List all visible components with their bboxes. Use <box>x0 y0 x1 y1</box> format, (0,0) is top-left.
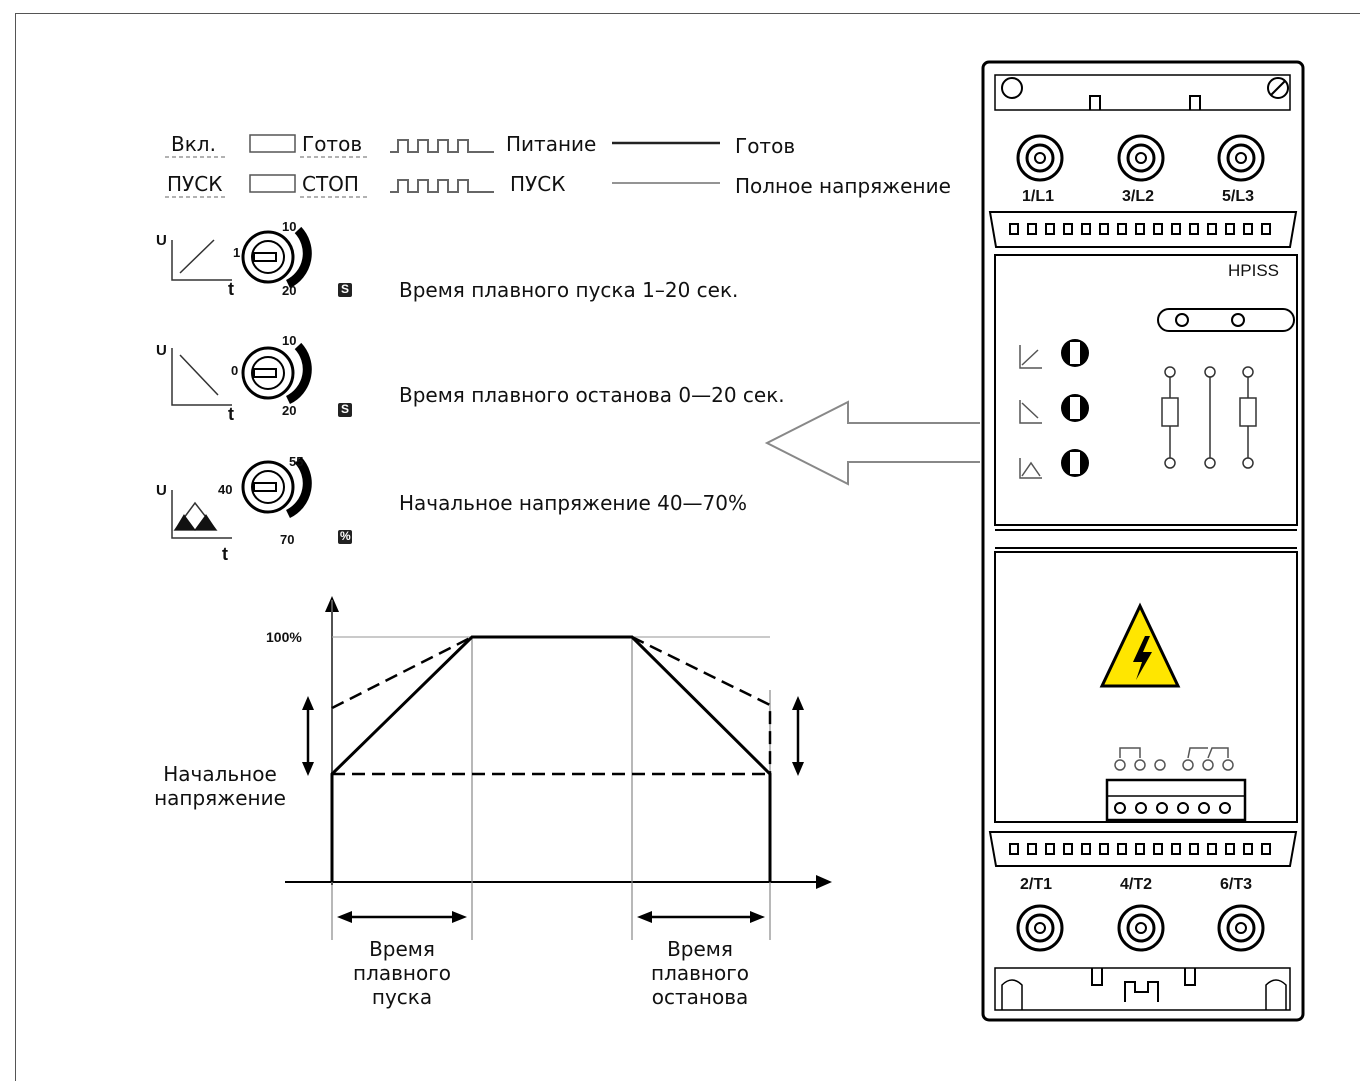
voltage-ramp-graph <box>285 596 832 940</box>
figure-frame <box>15 13 1360 1081</box>
output-terminal-1-label: 2/T1 <box>1020 876 1053 893</box>
output-terminals <box>1016 904 1265 952</box>
knob1-description: Время плавного пуска 1–20 сек. <box>399 278 739 302</box>
knob3-axis-u: U <box>156 482 167 499</box>
output-terminal-2-label: 4/T2 <box>1120 876 1153 893</box>
legend-full-voltage-label: Полное напряжение <box>735 174 951 198</box>
legend-on-label: Вкл. <box>171 132 216 156</box>
unit-badge <box>338 403 352 417</box>
graph-soft-stop-label: Время плавного останова <box>651 937 749 1009</box>
legend-start-label: ПУСК <box>167 172 223 196</box>
legend-row-on-ready <box>165 134 720 158</box>
pointer-arrow <box>764 400 980 486</box>
knob1-axis-t: t <box>228 279 234 299</box>
input-terminal-3-label: 5/L3 <box>1222 188 1255 205</box>
device-model-label: HPISS <box>1228 261 1280 280</box>
output-terminal-3-label: 6/T3 <box>1220 876 1253 893</box>
unit-badge <box>338 283 352 297</box>
knob1-max: 20 <box>282 283 297 298</box>
device-dials <box>1061 339 1089 477</box>
led-run-indicator <box>1175 313 1189 327</box>
blink-pulse-symbol <box>390 179 494 193</box>
knob3-top: 55 <box>289 454 304 469</box>
knob3-description: Начальное напряжение 40—70% <box>399 491 748 515</box>
input-terminals <box>1016 134 1265 182</box>
led-on-indicator <box>1231 313 1245 327</box>
knob3-min: 40 <box>218 482 233 497</box>
knob2-min: 0 <box>231 363 239 378</box>
input-terminal-2-label: 3/L2 <box>1122 188 1155 205</box>
knob2-axis-t: t <box>228 404 234 424</box>
legend-ready-label: Готов <box>302 132 363 156</box>
blink-pulse-symbol <box>390 139 494 153</box>
knob3-max: 70 <box>280 532 295 547</box>
knob2-unit: S <box>341 402 350 416</box>
knob1-min: 1 <box>233 245 241 260</box>
legend-power-label: Питание <box>506 132 597 156</box>
soft-starter-device <box>981 60 1305 1022</box>
initial-voltage-knob <box>171 460 352 544</box>
graph-initial-voltage-label: Начальное напряжение <box>154 762 286 810</box>
knob3-unit: % <box>340 529 351 543</box>
soft-stop-knob <box>171 346 352 417</box>
knob2-axis-u: U <box>156 342 167 359</box>
graph-100-percent-label: 100% <box>266 629 302 645</box>
knob2-top: 10 <box>282 333 297 348</box>
graph-soft-start-label: Время плавного пуска <box>353 937 451 1009</box>
high-voltage-warning-icon <box>1099 602 1181 688</box>
led-strip <box>1157 308 1295 332</box>
legend-row-start-stop <box>165 174 720 198</box>
knob1-axis-u: U <box>156 232 167 249</box>
thyristor-schematic <box>1161 366 1257 469</box>
knob2-max: 20 <box>282 403 297 418</box>
legend-stop-label: СТОП <box>302 172 359 196</box>
knob3-axis-t: t <box>222 544 228 564</box>
legend-start-pulse-label: ПУСК <box>510 172 566 196</box>
control-terminal-block <box>1105 778 1247 822</box>
knob2-description: Время плавного останова 0—20 сек. <box>399 383 785 407</box>
knob1-top: 10 <box>282 219 297 234</box>
unit-badge <box>338 530 352 544</box>
knob1-unit: S <box>341 282 350 296</box>
input-terminal-1-label: 1/L1 <box>1022 188 1055 205</box>
legend-ready-line-label: Готов <box>735 134 796 158</box>
soft-start-knob <box>171 230 352 297</box>
